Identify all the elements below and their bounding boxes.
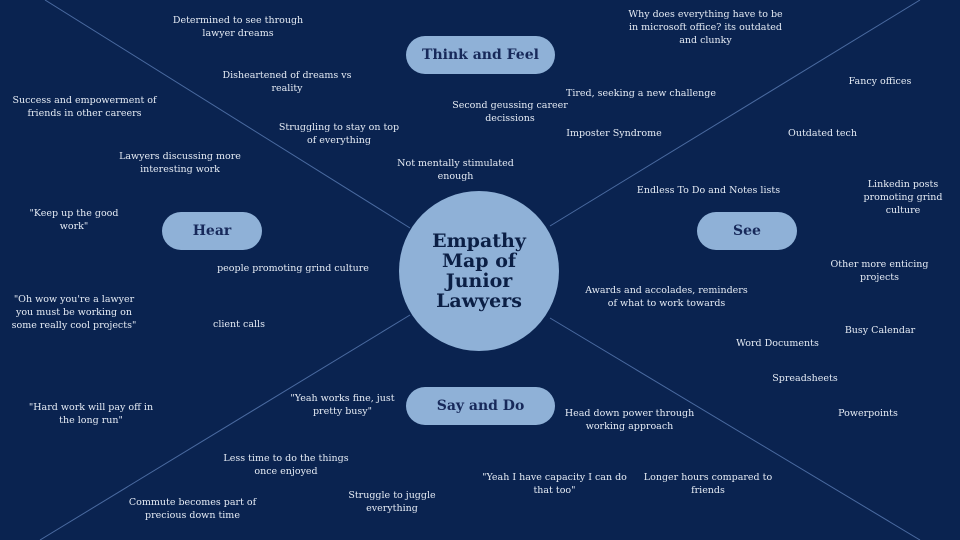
center-title: Empathy Map of Junior Lawyers (432, 230, 526, 312)
quadrant-label-think-feel: Think and Feel (406, 36, 555, 74)
note-see: Busy Calendar (844, 325, 916, 336)
note-say-do: "Yeah works fine, just pretty busy" (290, 393, 395, 417)
note-hear: people promoting grind culture (217, 263, 369, 274)
note-think-feel: Struggling to stay on top of everything (278, 122, 400, 146)
note-see: Spreadsheets (772, 373, 838, 384)
note-say-do: Commute becomes part of precious down ti… (128, 497, 257, 521)
divider-line-bottom-right (549, 317, 921, 540)
note-see: Endless To Do and Notes lists (636, 185, 781, 196)
note-think-feel: Not mentally stimulated enough (397, 158, 514, 182)
note-see: Other more enticing projects (830, 259, 929, 283)
divider-line-bottom-left (39, 314, 411, 540)
note-see: Why does everything have to be in micros… (628, 9, 783, 46)
quadrant-label-say-do: Say and Do (406, 387, 555, 425)
note-think-feel: Second geussing career decissions (452, 100, 568, 124)
note-see: Word Documents (736, 338, 819, 349)
note-hear: "Oh wow you're a lawyer you must be work… (11, 294, 137, 331)
note-see: Awards and accolades, reminders of what … (585, 285, 748, 309)
note-think-feel: Determined to see through lawyer dreams (172, 15, 304, 39)
note-hear: Lawyers discussing more interesting work (119, 151, 241, 175)
note-say-do: "Yeah I have capacity I can do that too" (482, 472, 627, 496)
note-think-feel: Disheartened of dreams vs reality (222, 70, 352, 94)
note-think-feel: Imposter Syndrome (566, 128, 662, 139)
note-say-do: Struggle to juggle everything (348, 490, 436, 514)
divider-line-top-right (549, 0, 921, 227)
note-see: Outdated tech (788, 128, 857, 139)
note-say-do: Head down power through working approach (564, 408, 695, 432)
note-see: Linkedin posts promoting grind culture (863, 179, 943, 216)
divider-line-top-left (44, 0, 411, 229)
note-think-feel: Tired, seeking a new challenge (566, 88, 716, 99)
note-hear: "Keep up the good work" (29, 208, 119, 232)
note-say-do: Less time to do the things once enjoyed (223, 453, 349, 477)
quadrant-label-hear: Hear (162, 212, 262, 250)
note-hear: Success and empowerment of friends in ot… (12, 95, 157, 119)
note-say-do: Longer hours compared to friends (643, 472, 773, 496)
note-see: Fancy offices (848, 76, 912, 87)
center-title-circle: Empathy Map of Junior Lawyers (399, 191, 559, 351)
quadrant-label-see: See (697, 212, 797, 250)
note-see: Powerpoints (838, 408, 898, 419)
note-hear: "Hard work will pay off in the long run" (28, 402, 154, 426)
note-hear: client calls (213, 319, 265, 330)
